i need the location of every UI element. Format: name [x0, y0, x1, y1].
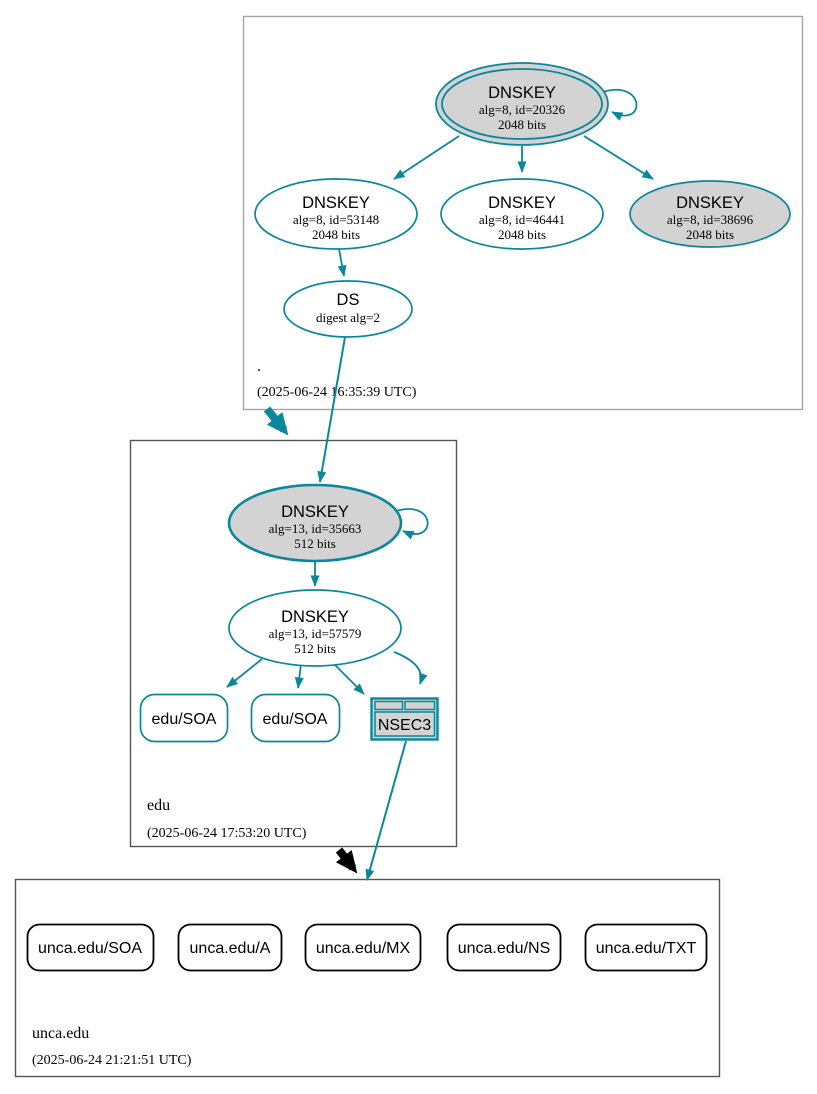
nsec3-label: NSEC3: [378, 717, 431, 734]
node-title: DNSKEY: [281, 503, 349, 521]
rrset-label: edu/SOA: [152, 711, 217, 728]
node-detail: 512 bits: [294, 641, 336, 656]
edge-root-ksk-to-key53148: [393, 135, 460, 180]
node-rounded-rect: [177, 923, 283, 972]
node-unca-a[interactable]: unca.edu/A: [177, 923, 283, 972]
node-unca-mx[interactable]: unca.edu/MX: [304, 923, 422, 972]
node-ellipse: [228, 589, 402, 667]
zone-box-edu: [129, 439, 458, 848]
node-rounded-rect: [139, 693, 229, 743]
node-detail: alg=8, id=53148: [293, 212, 379, 227]
edge-edu-zsk-to-nsec3-top: [393, 651, 428, 685]
node-rounded-rect: [250, 693, 341, 743]
node-title: DNSKEY: [281, 608, 349, 626]
node-rounded-rect: [446, 923, 562, 972]
node-ellipse: [254, 178, 418, 250]
node-root-dnskey-20326[interactable]: DNSKEY alg=8, id=20326 2048 bits: [435, 62, 609, 146]
edge-root-ksk-to-key38696: [583, 135, 654, 180]
edge-ds-to-edu-ksk: [317, 336, 346, 483]
node-edu-nsec3[interactable]: NSEC3: [370, 697, 439, 741]
edge-root-ksk-selfsign: [602, 89, 638, 121]
node-ellipse: [440, 178, 604, 250]
node-rounded-rect: [584, 923, 708, 972]
node-edu-dnskey-57579[interactable]: DNSKEY alg=13, id=57579 512 bits: [228, 589, 402, 667]
node-detail: alg=8, id=38696: [667, 212, 754, 227]
edge-delegation-root-to-edu: [263, 406, 289, 436]
edge-edu-zsk-to-nsec3-left: [330, 660, 365, 695]
node-ellipse: [629, 180, 791, 248]
node-unca-txt[interactable]: unca.edu/TXT: [584, 923, 708, 972]
zone-label-root: .: [257, 358, 261, 375]
node-edu-soa-2[interactable]: edu/SOA: [250, 693, 341, 743]
node-title: DNSKEY: [488, 194, 556, 212]
node-title: DNSKEY: [488, 84, 556, 102]
zone-label-edu: edu: [147, 797, 170, 814]
node-rounded-rect: [304, 923, 422, 972]
nsec3-body-cell: [374, 711, 436, 737]
rrset-label: unca.edu/SOA: [38, 940, 142, 957]
zone-box-unca-edu: [14, 878, 721, 1078]
node-detail: 2048 bits: [498, 227, 546, 242]
node-detail: 2048 bits: [498, 117, 546, 132]
edge-edu-ksk-selfsign: [395, 508, 429, 540]
nsec3-cell-right: [404, 700, 436, 711]
edge-edu-zsk-to-soa1: [226, 658, 263, 688]
nsec3-cell-left: [374, 700, 404, 711]
zone-label-unca-edu: unca.edu: [32, 1025, 89, 1042]
edge-nsec3-to-unca: [365, 740, 407, 881]
node-title: DNSKEY: [676, 194, 744, 212]
rrset-label: unca.edu/A: [190, 940, 271, 957]
node-root-dnskey-38696[interactable]: DNSKEY alg=8, id=38696 2048 bits: [629, 180, 791, 248]
node-detail: alg=13, id=57579: [269, 626, 362, 641]
node-detail: alg=13, id=35663: [269, 521, 362, 536]
node-detail: alg=8, id=20326: [479, 102, 566, 117]
zone-timestamp-root: (2025-06-24 16:35:39 UTC): [257, 385, 417, 400]
node-unca-ns[interactable]: unca.edu/NS: [446, 923, 562, 972]
node-root-ksk-inner-ring: [441, 68, 603, 140]
node-title: DNSKEY: [302, 194, 370, 212]
edge-delegation-edu-to-unca: [335, 847, 358, 874]
rrset-label: unca.edu/TXT: [596, 940, 697, 957]
node-detail: 2048 bits: [312, 227, 360, 242]
zone-timestamp-unca-edu: (2025-06-24 21:21:51 UTC): [32, 1053, 192, 1068]
node-root-dnskey-53148[interactable]: DNSKEY alg=8, id=53148 2048 bits: [254, 178, 418, 250]
node-detail: 512 bits: [294, 536, 336, 551]
rrset-label: unca.edu/NS: [458, 940, 551, 957]
node-detail: 2048 bits: [686, 227, 734, 242]
node-edu-dnskey-35663[interactable]: DNSKEY alg=13, id=35663 512 bits: [227, 483, 403, 563]
node-unca-soa[interactable]: unca.edu/SOA: [26, 923, 155, 972]
node-edu-soa-1[interactable]: edu/SOA: [139, 693, 229, 743]
node-detail: alg=8, id=46441: [479, 212, 565, 227]
rrset-label: edu/SOA: [263, 711, 328, 728]
rrset-label: unca.edu/MX: [316, 940, 411, 957]
node-detail: digest alg=2: [316, 310, 380, 325]
zone-box-root: [242, 15, 804, 411]
node-root-dnskey-46441[interactable]: DNSKEY alg=8, id=46441 2048 bits: [440, 178, 604, 250]
edge-key53148-to-ds: [337, 248, 347, 277]
node-ellipse: [283, 280, 413, 338]
node-title: DS: [337, 291, 360, 309]
edge-edu-zsk-to-soa2: [294, 663, 304, 689]
node-ellipse: [227, 483, 403, 563]
zone-timestamp-edu: (2025-06-24 17:53:20 UTC): [147, 826, 307, 841]
node-root-ds[interactable]: DS digest alg=2: [283, 280, 413, 338]
node-rounded-rect: [26, 923, 155, 972]
